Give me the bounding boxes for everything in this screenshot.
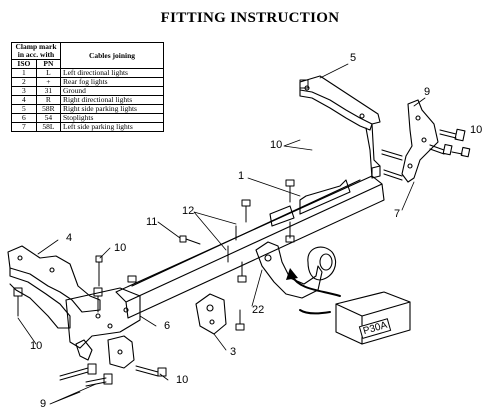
- lower-arrow-icon: [299, 309, 331, 315]
- left-plate-part6: [65, 287, 141, 349]
- crossbar-bolts: [179, 179, 295, 283]
- crossbar-part1: [115, 165, 385, 319]
- label-part-11: 11: [146, 216, 158, 228]
- bolts-left-bottom: [13, 79, 309, 387]
- label-part-10-topright: 10: [470, 124, 483, 136]
- label-part-10-bottom: 10: [176, 374, 189, 386]
- socket-plate-part3: [195, 293, 227, 335]
- label-part-9-bottom: 9: [40, 398, 47, 410]
- label-part-10-midleft: 10: [114, 242, 127, 254]
- cable-cell: Left side parking lights: [60, 122, 164, 132]
- label-part-9-top: 9: [424, 86, 431, 98]
- ballbox-p30a: [335, 291, 411, 345]
- assembly-arrow-icon: [291, 275, 341, 297]
- label-part-6: 6: [164, 320, 171, 332]
- label-part-22: 22: [252, 304, 265, 316]
- label-part-10-botleft: 10: [30, 340, 43, 352]
- right-bracket-part5: [299, 75, 381, 179]
- towball-neck-part22: [255, 241, 337, 299]
- page-title: FITTING INSTRUCTION: [160, 10, 340, 26]
- label-part-1: 1: [238, 170, 245, 182]
- clamp-table: Clamp mark in acc. with Cables joining I…: [11, 42, 164, 132]
- pn-cell: 58L: [35, 122, 62, 132]
- right-plate-part7: [401, 99, 439, 183]
- label-part-5: 5: [350, 52, 357, 64]
- leader-lines: [17, 63, 426, 405]
- bolts-top-right: [381, 128, 471, 181]
- label-part-10-topleft: 10: [270, 139, 283, 151]
- label-part-4: 4: [66, 232, 73, 244]
- label-part-3: 3: [230, 346, 237, 358]
- left-bracket-part4: [7, 245, 101, 329]
- label-part-12: 12: [182, 205, 195, 217]
- label-part-7: 7: [394, 208, 401, 220]
- bracket-part9-bottom: [75, 335, 135, 369]
